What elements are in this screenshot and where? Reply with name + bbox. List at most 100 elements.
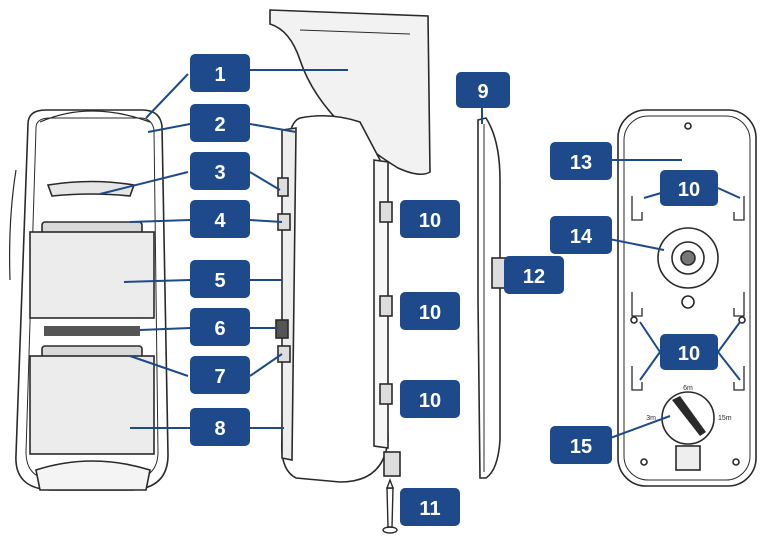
bracket-plate xyxy=(477,117,501,479)
back-housing-inner xyxy=(623,115,751,481)
callout-14: 14 xyxy=(550,216,612,254)
back-screw-right xyxy=(738,316,746,324)
mount-clip-2 xyxy=(379,295,393,317)
leader-10e-c xyxy=(717,321,741,353)
callout-9: 9 xyxy=(456,72,510,108)
side-view xyxy=(269,9,431,483)
side-tab-bottom xyxy=(277,345,291,363)
top-lens-window xyxy=(46,180,136,197)
leader-7a xyxy=(129,355,189,377)
callout-5-label: 5 xyxy=(214,270,225,292)
callout-2: 2 xyxy=(190,104,250,142)
upper-pir-lens xyxy=(29,231,155,319)
screw-tip xyxy=(385,478,395,489)
front-base xyxy=(35,460,151,491)
mounting-bracket xyxy=(477,117,507,479)
callout-6: 6 xyxy=(190,308,250,346)
callout-10-low-label: 10 xyxy=(419,390,441,412)
callout-4-label: 4 xyxy=(214,210,226,232)
callout-10-low: 10 xyxy=(400,380,460,418)
tamper-switch-inner xyxy=(680,250,696,266)
callout-12-label: 12 xyxy=(523,266,545,288)
callout-13: 13 xyxy=(550,142,612,180)
leader-6a xyxy=(139,327,191,331)
back-hole xyxy=(681,295,695,309)
leader-2b xyxy=(249,123,297,133)
callout-10-back-mid: 10 xyxy=(660,334,718,370)
callout-15: 15 xyxy=(550,426,612,464)
callout-10-top-label: 10 xyxy=(419,210,441,232)
slot-vent xyxy=(44,326,140,336)
back-clip-ml xyxy=(631,292,643,317)
leader-10e-a xyxy=(639,321,661,353)
callout-4: 4 xyxy=(190,200,250,238)
callout-7-label: 7 xyxy=(214,366,225,388)
callout-8-label: 8 xyxy=(214,418,225,440)
callout-10-back-top: 10 xyxy=(660,170,718,206)
leader-4a xyxy=(129,219,191,223)
callout-13-label: 13 xyxy=(570,152,592,174)
callout-11-label: 11 xyxy=(419,498,440,520)
front-view xyxy=(9,109,169,491)
leader-3a xyxy=(99,171,189,195)
hood-inner-line xyxy=(299,29,411,35)
back-clip-mr xyxy=(733,292,745,317)
leader-10e-b xyxy=(639,351,661,381)
back-screw-br xyxy=(732,458,740,466)
callout-2-label: 2 xyxy=(214,114,225,136)
back-view xyxy=(617,109,757,487)
callout-10-back-top-label: 10 xyxy=(678,179,700,201)
callout-10-back-mid-label: 10 xyxy=(678,343,700,365)
side-body xyxy=(280,114,389,483)
mount-clip-1 xyxy=(379,201,393,223)
front-side-bulge-left xyxy=(9,169,17,281)
screw xyxy=(382,478,398,534)
callout-14-label: 14 xyxy=(570,226,593,248)
back-screw-top xyxy=(684,122,692,130)
callout-1: 1 xyxy=(190,54,250,92)
lower-pir-lens xyxy=(29,355,155,455)
callout-12: 12 xyxy=(504,256,564,294)
callout-3-label: 3 xyxy=(214,162,225,184)
callout-10-top: 10 xyxy=(400,200,460,238)
leader-10e-d xyxy=(717,351,741,381)
back-clip-tl xyxy=(631,196,643,221)
callout-1-label: 1 xyxy=(214,64,225,86)
back-screw-bl xyxy=(640,458,648,466)
back-screw-left xyxy=(630,316,638,324)
callout-3: 3 xyxy=(190,152,250,190)
leader-4b xyxy=(249,219,283,223)
leader-10d-r xyxy=(717,187,741,199)
bracket-lug xyxy=(491,257,507,289)
callout-8: 8 xyxy=(190,408,250,446)
leader-7b xyxy=(249,353,283,377)
back-clip-bl xyxy=(631,366,643,391)
dial-label-top: 6m xyxy=(683,385,693,392)
screw-head xyxy=(382,526,398,534)
side-tab-upper xyxy=(277,177,289,197)
leader-3b xyxy=(249,171,281,191)
leader-1a xyxy=(145,73,189,119)
callout-5: 5 xyxy=(190,260,250,298)
mount-clip-3 xyxy=(379,383,393,405)
callout-7: 7 xyxy=(190,356,250,394)
callout-15-label: 15 xyxy=(570,436,592,458)
side-bottom-lug xyxy=(383,451,401,477)
top-hood-curve xyxy=(39,110,151,123)
range-dial-pointer xyxy=(672,396,706,436)
callout-10-mid: 10 xyxy=(400,292,460,330)
leader-5a xyxy=(123,279,191,283)
callout-9-label: 9 xyxy=(477,81,488,103)
leader-2a xyxy=(147,123,191,133)
back-connector xyxy=(675,445,701,471)
screw-shaft xyxy=(386,487,394,528)
callout-11: 11 xyxy=(400,488,460,526)
callout-10-mid-label: 10 xyxy=(419,302,441,324)
dial-label-left: 3m xyxy=(646,415,656,422)
back-clip-tr xyxy=(733,196,745,221)
back-clip-br xyxy=(733,366,745,391)
callouts: 1 2 3 4 5 6 7 8 xyxy=(190,54,718,526)
dial-label-right: 15m xyxy=(718,415,732,422)
callout-6-label: 6 xyxy=(214,318,225,340)
